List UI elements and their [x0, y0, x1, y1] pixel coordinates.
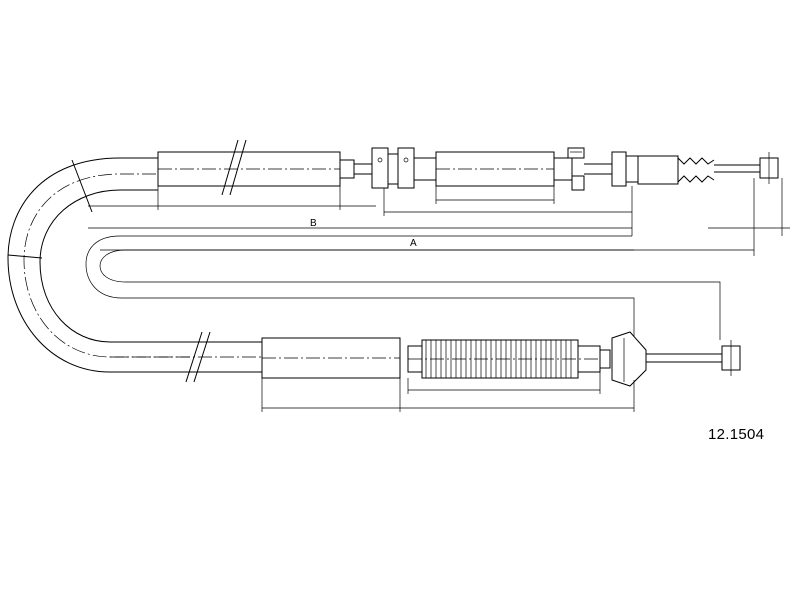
lower-dimensions — [261, 372, 635, 412]
upper-cable — [7, 139, 779, 373]
lower-spring — [407, 339, 601, 379]
part-number: 12.1504 — [708, 426, 765, 443]
dimension-label-b: B — [310, 218, 317, 229]
return-loop — [85, 235, 721, 340]
lower-cable — [110, 331, 741, 387]
upper-dimensions: B A — [88, 178, 790, 256]
dimension-label-a: A — [410, 238, 417, 249]
upper-adjuster — [371, 147, 437, 189]
upper-end-fitting — [611, 151, 779, 187]
lower-end-fitting — [599, 331, 741, 387]
upper-bracket — [553, 147, 612, 191]
